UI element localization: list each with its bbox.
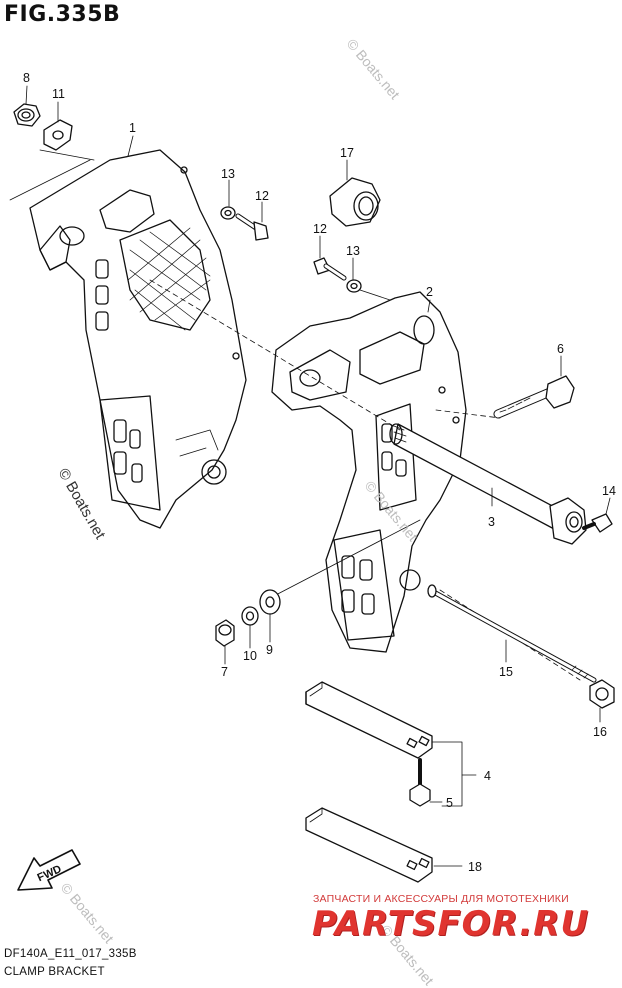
- part-4-anode-plate: [305, 681, 477, 807]
- callout-13-mid: 13: [346, 244, 360, 258]
- callout-9: 9: [266, 643, 273, 657]
- callout-4: 4: [484, 769, 491, 783]
- figure-code: DF140A_E11_017_335B: [4, 948, 137, 960]
- part-7-nut: [215, 619, 235, 665]
- callout-3: 3: [488, 515, 495, 529]
- part-15-shaft: [427, 584, 597, 683]
- callout-5: 5: [446, 796, 453, 810]
- figure-caption: CLAMP BRACKET: [4, 966, 105, 978]
- watermark-diagonal-top: © Boats.net: [344, 36, 403, 103]
- part-17-cap: [329, 159, 381, 227]
- callout-12-mid: 12: [313, 222, 327, 236]
- part-13-washer-top: [220, 179, 236, 220]
- shop-watermark-subtitle: ЗАПЧАСТИ И АКСЕССУАРЫ ДЛЯ МОТОТЕХНИКИ: [313, 893, 569, 905]
- part-12-bolt-top: [235, 201, 269, 241]
- part-number-callouts: 8 11 1 13 12 17 12 13 2 6 14 3 9 10 7 15…: [23, 71, 616, 874]
- part-18-anode-plate: [305, 807, 463, 883]
- watermark-diagonal-bottom: © Boats.net: [58, 880, 117, 947]
- callout-1: 1: [129, 121, 136, 135]
- callout-15: 15: [499, 665, 513, 679]
- figure-title: FIG.335B: [4, 2, 121, 27]
- part-13-washer-mid: [346, 257, 362, 293]
- part-3-tilt-tube: [389, 423, 587, 545]
- part-12-bolt-mid: [313, 235, 347, 281]
- part-6-bolt: [493, 355, 575, 419]
- part-16-nut: [589, 679, 615, 723]
- part-1-clamp-bracket-left: [29, 135, 247, 529]
- callout-11: 11: [52, 87, 65, 101]
- callout-2: 2: [426, 285, 433, 299]
- callout-7: 7: [221, 665, 228, 679]
- watermark-vertical: © Boats.net: [55, 466, 109, 543]
- shop-watermark-logo: PARTSFOR.RU: [312, 904, 590, 944]
- callout-16: 16: [593, 725, 607, 739]
- callout-8: 8: [23, 71, 30, 85]
- callout-13: 13: [221, 167, 235, 181]
- fwd-arrow-icon: [17, 849, 81, 891]
- callout-12: 12: [255, 189, 269, 203]
- part-5-bolt: [409, 758, 443, 807]
- part-14-bolt: [582, 497, 613, 533]
- callout-18: 18: [468, 860, 482, 874]
- part-8-nut: [13, 85, 41, 127]
- callout-17: 17: [340, 146, 354, 160]
- part-11-plate: [43, 101, 73, 151]
- part-2-clamp-bracket-right: [271, 291, 467, 653]
- callout-10: 10: [243, 649, 257, 663]
- callout-6: 6: [557, 342, 564, 356]
- callout-14: 14: [602, 484, 616, 498]
- part-10-washer: [241, 606, 259, 649]
- part-9-washer: [259, 589, 281, 643]
